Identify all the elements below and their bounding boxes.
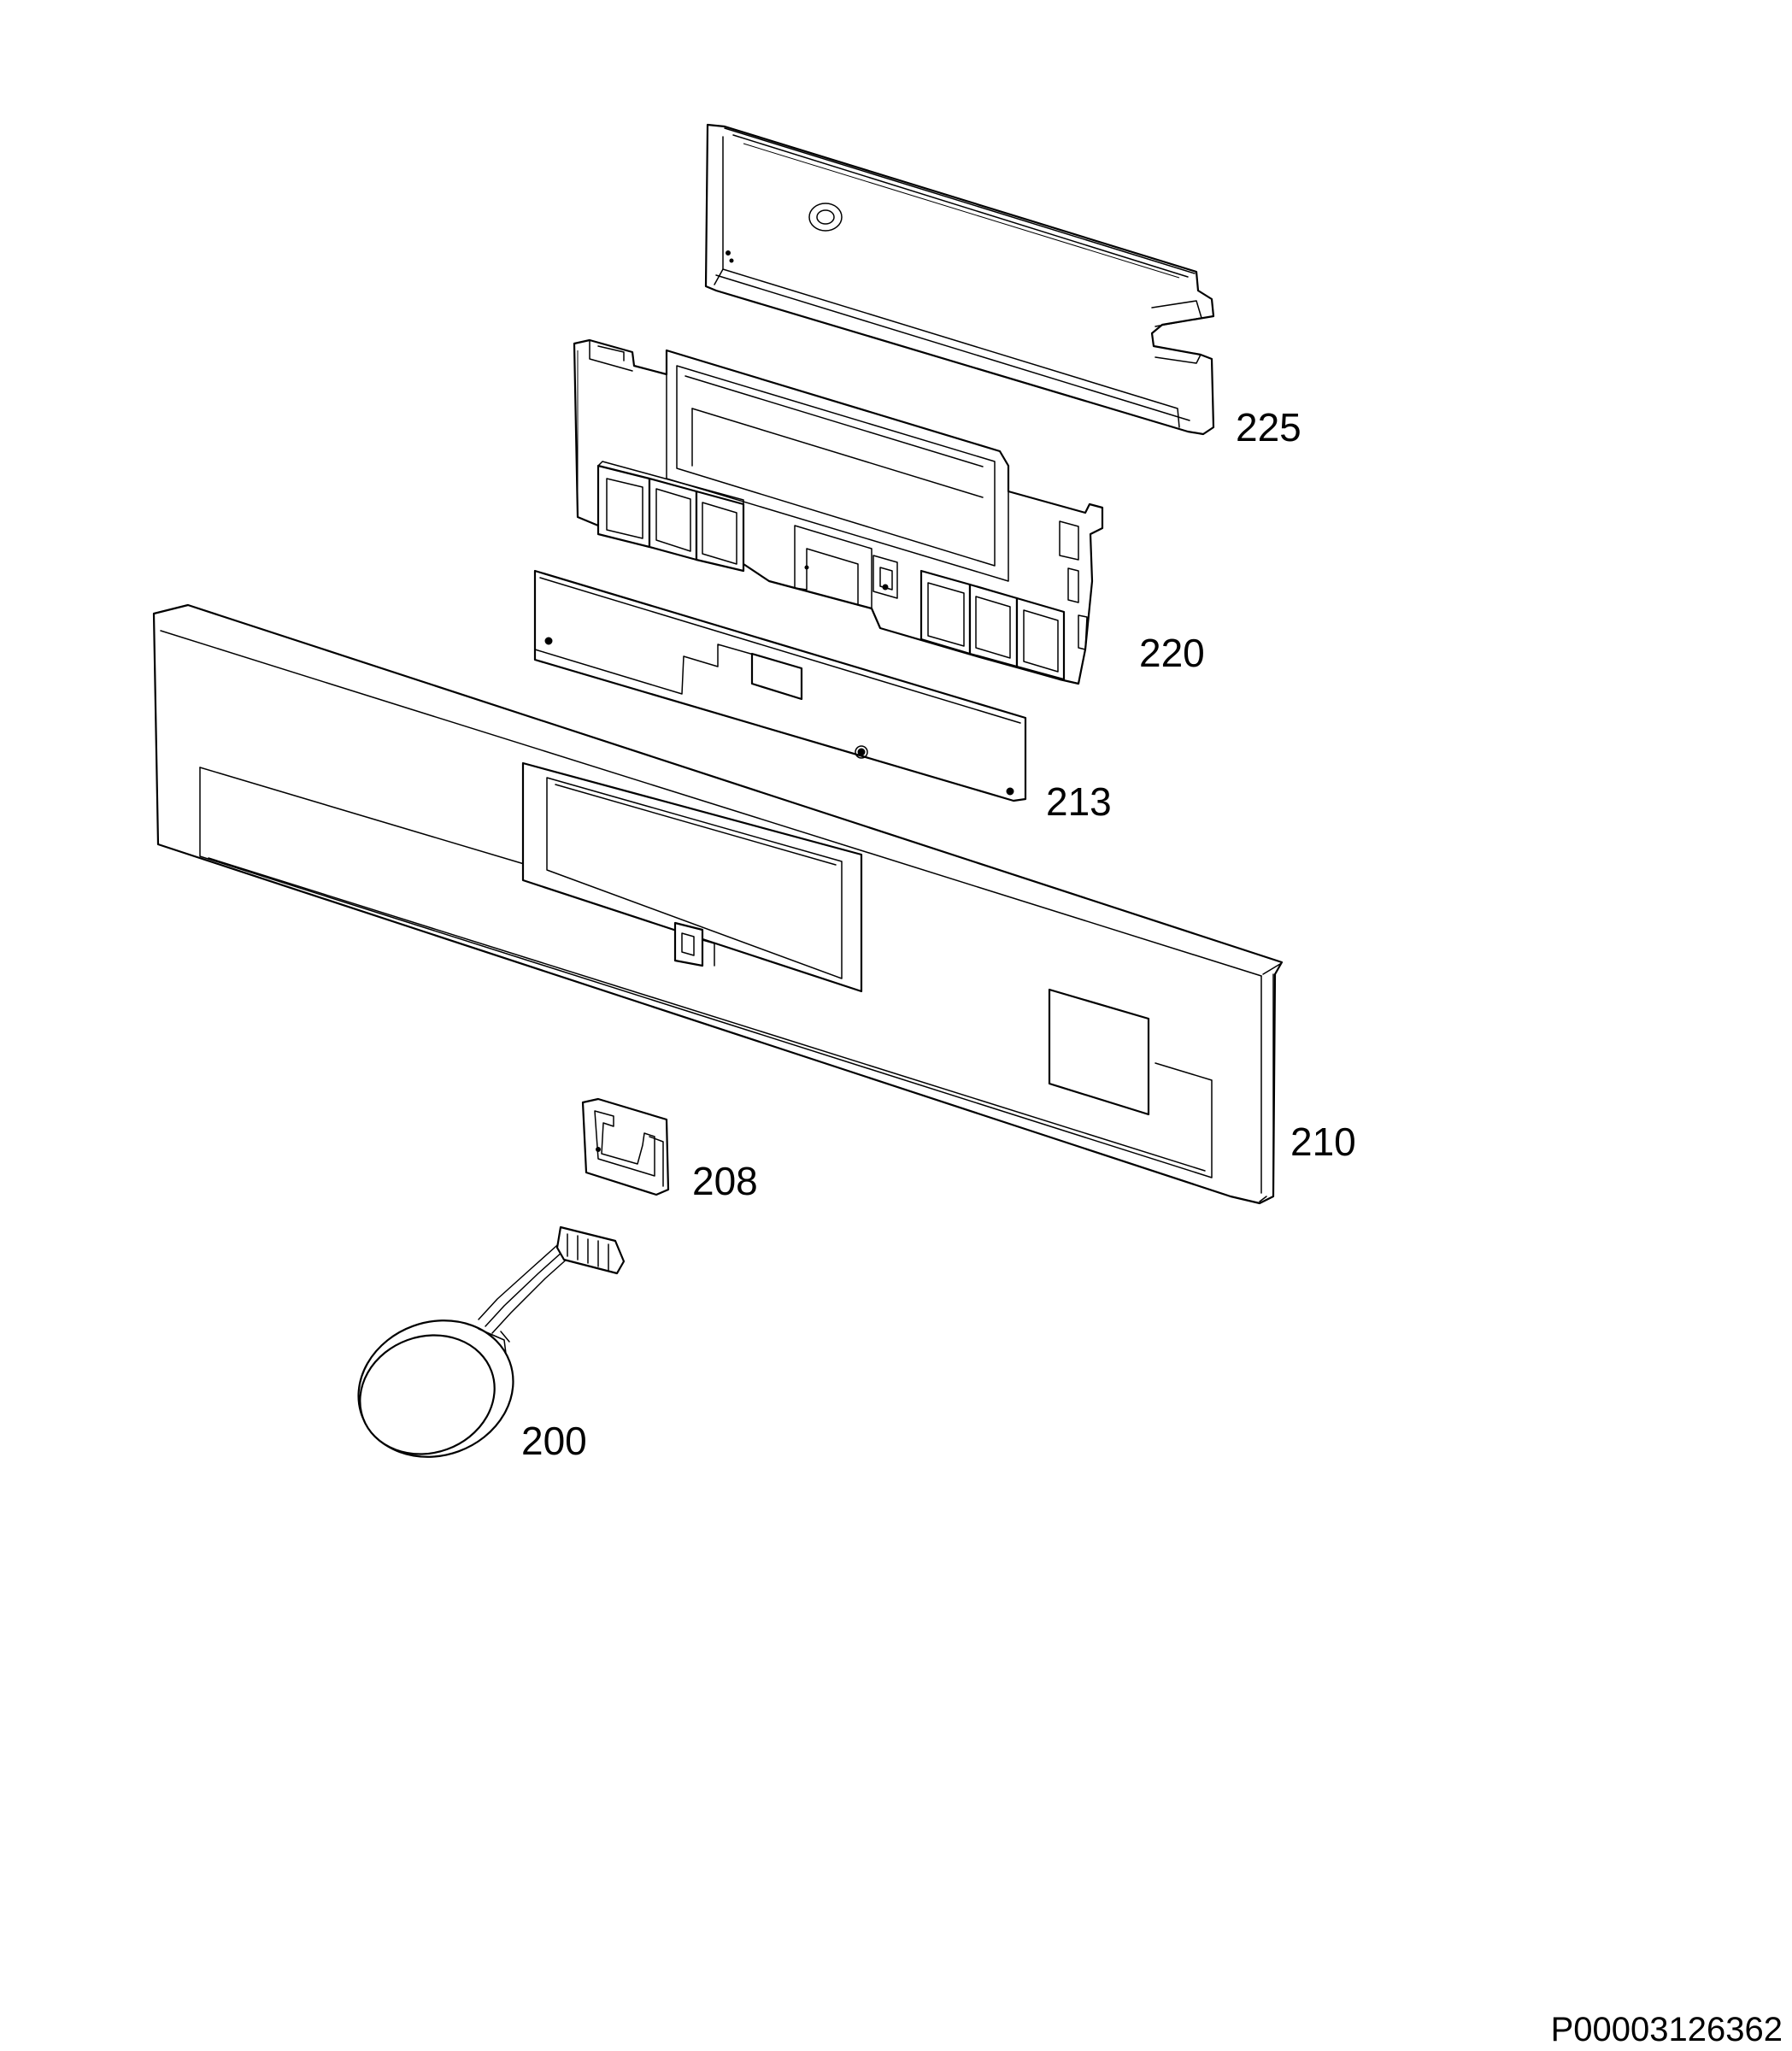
part-213-circuit-board[interactable] xyxy=(533,569,1027,802)
callout-225: 225 xyxy=(1236,405,1301,450)
callout-200: 200 xyxy=(521,1419,587,1463)
part-210-front-panel[interactable] xyxy=(152,603,1284,1205)
document-id: P00003126362 xyxy=(1551,2011,1783,2048)
callout-210: 210 xyxy=(1290,1120,1356,1164)
part-220-button-housing[interactable] xyxy=(573,338,1104,685)
part-208-bracket[interactable] xyxy=(581,1097,670,1196)
callout-208: 208 xyxy=(692,1159,758,1203)
part-225-cover-bracket[interactable] xyxy=(704,123,1215,436)
part-200-knob[interactable] xyxy=(339,1225,626,1478)
callout-220: 220 xyxy=(1139,631,1205,675)
callout-213: 213 xyxy=(1046,779,1112,824)
